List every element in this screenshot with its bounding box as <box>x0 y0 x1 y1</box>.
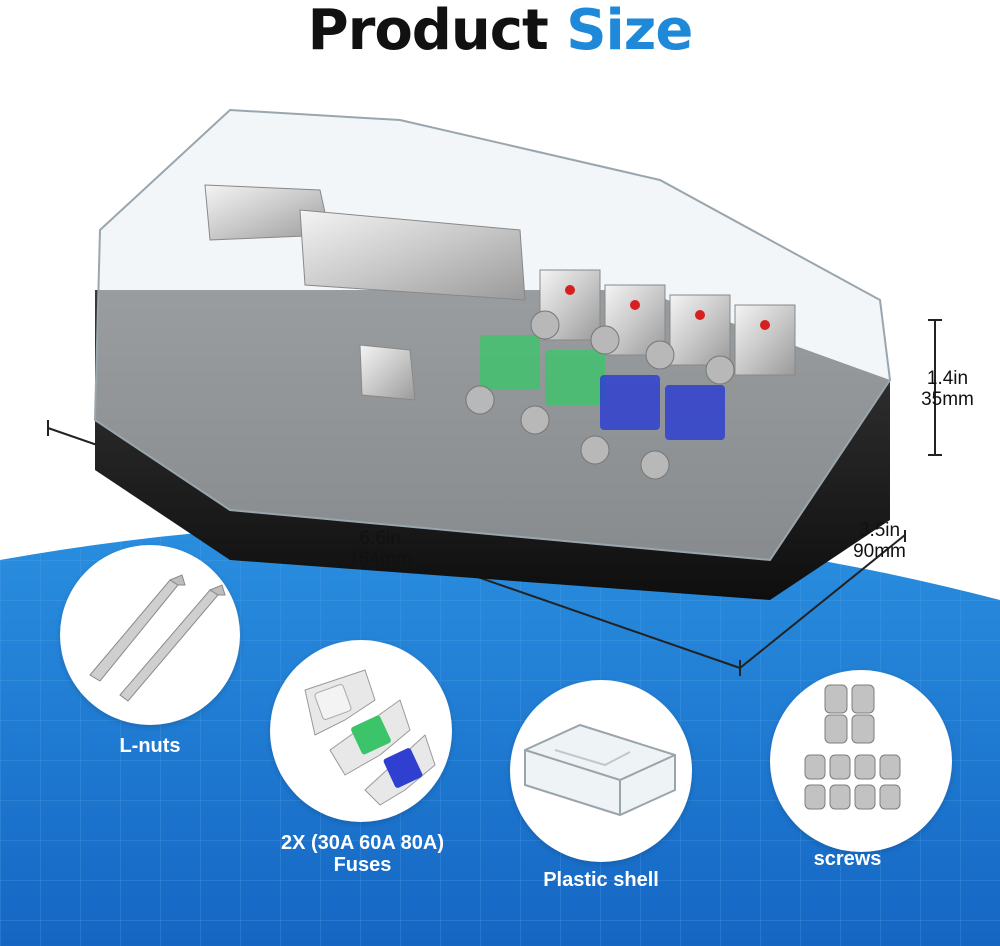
page-title: Product Size <box>0 0 1000 64</box>
plastic-shell-icon <box>524 723 676 817</box>
title-part-product: Product <box>307 0 549 63</box>
length-inches: 6.6in <box>359 528 401 549</box>
fuses-label-line2: Fuses <box>333 854 392 876</box>
accessory-label-plastic-shell: Plastic shell <box>543 869 659 891</box>
mini-fuse-icon <box>304 669 436 806</box>
terminal-screws <box>465 310 735 480</box>
accessory-label-l-nuts: L-nuts <box>119 735 181 757</box>
l-nuts-circle <box>60 545 240 725</box>
front-bus-bar <box>359 344 416 401</box>
set-screw-icon <box>804 684 901 810</box>
fuse-distribution-block-image <box>47 108 942 676</box>
plastic-shell-circle <box>510 680 692 862</box>
length-mm: 164mm <box>348 549 412 570</box>
installed-fuses <box>480 335 725 440</box>
width-dimension: 3.5in 90mm <box>832 520 927 562</box>
title-part-size: Size <box>566 0 693 63</box>
screws-circle <box>770 670 952 852</box>
length-dimension: 6.6in 164mm <box>325 528 435 570</box>
height-inches: 1.4in <box>926 368 969 389</box>
l-wrench-icon <box>89 574 226 702</box>
height-dimension: 1.4in 35mm <box>900 368 995 410</box>
height-mm: 35mm <box>921 389 974 410</box>
main-bus-bar <box>299 209 526 301</box>
width-inches: 3.5in <box>858 520 901 541</box>
width-mm: 90mm <box>853 541 906 562</box>
fuses-label-line1: 2X (30A 60A 80A) <box>280 832 445 854</box>
fuses-circle <box>270 640 452 822</box>
accessory-label-screws: screws <box>813 848 882 870</box>
accessory-label-fuses: 2X (30A 60A 80A) Fuses <box>235 832 490 876</box>
